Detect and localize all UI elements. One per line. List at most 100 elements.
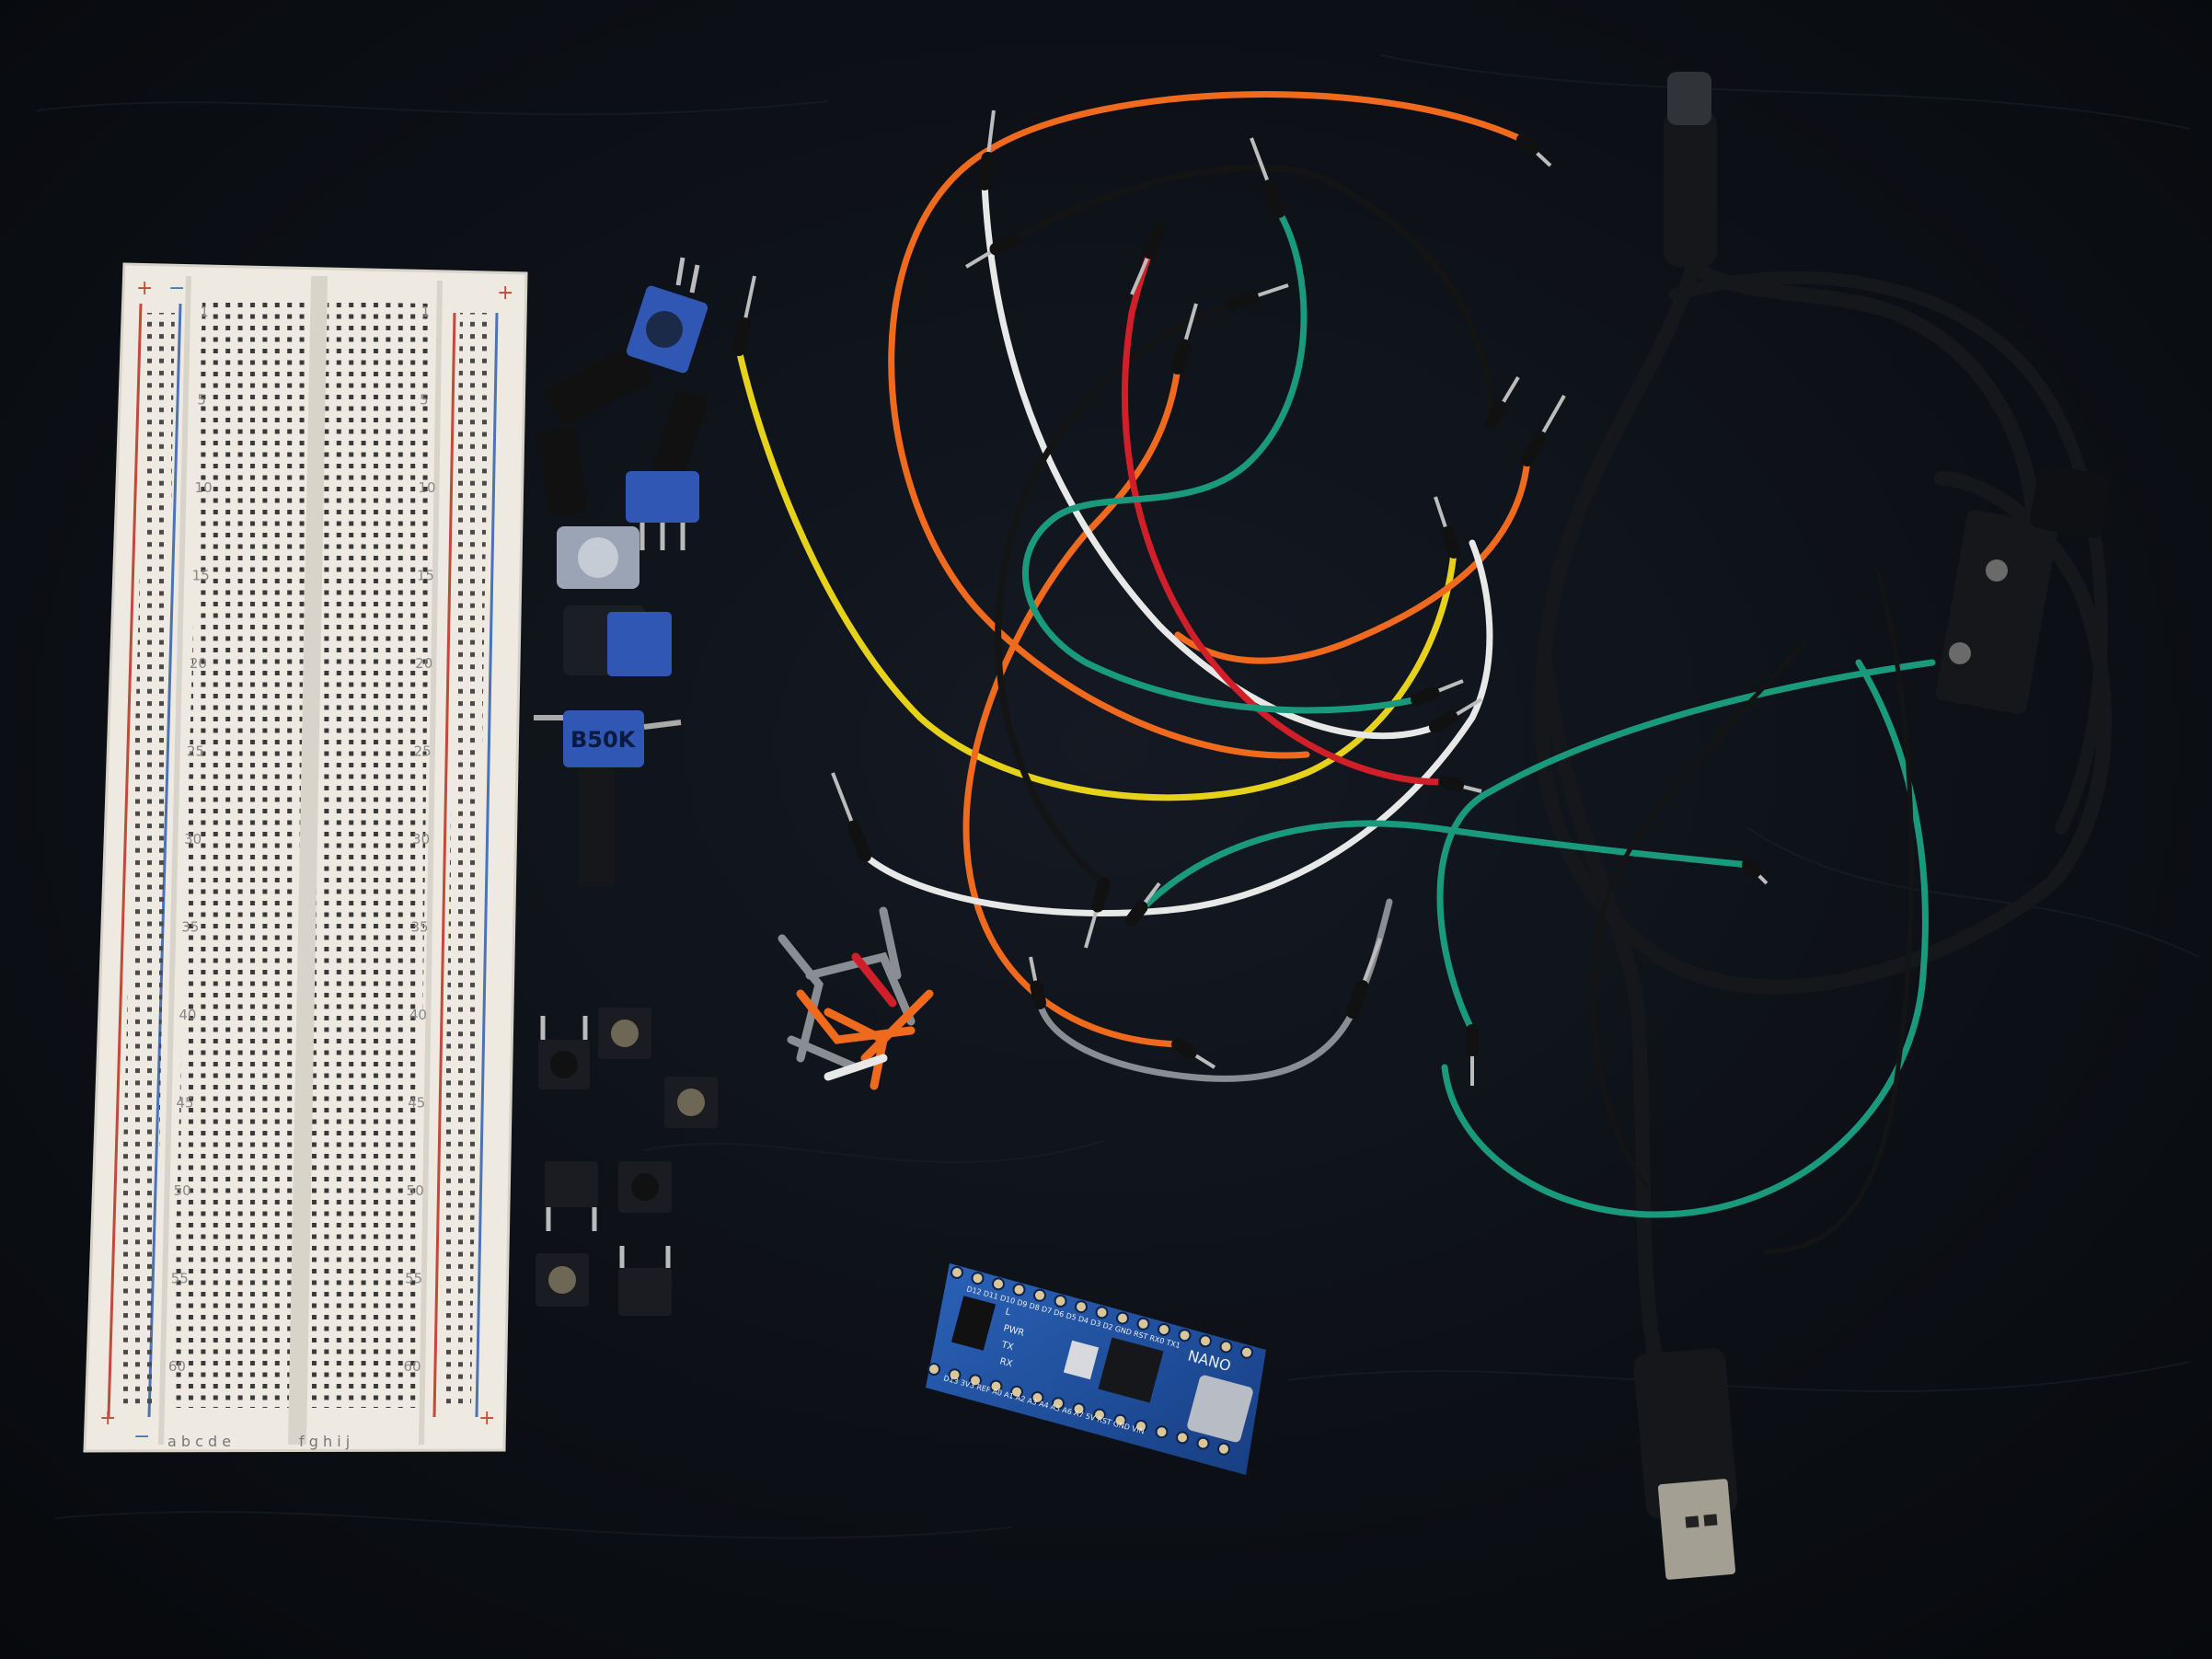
- board-led-label: RX: [998, 1356, 1013, 1369]
- pin-header-hole-bottom: [989, 1379, 1003, 1393]
- breadboard-row-number-left: 15: [192, 568, 210, 584]
- usb-cable-wire: [1686, 259, 2041, 523]
- microcontroller-chip: [1098, 1337, 1164, 1403]
- jumper-wire-red: [1122, 226, 1448, 786]
- breadboard-left-divider: [158, 275, 191, 1446]
- pin-header-hole-bottom: [948, 1368, 962, 1382]
- jumper-wire-black-4: [1591, 641, 1806, 1190]
- breadboard-row-number-left: 25: [187, 743, 204, 760]
- jumper-wire-housing: [1484, 400, 1507, 430]
- pin-header-hole-top: [1095, 1306, 1109, 1319]
- breadboard-row-number-left: 30: [184, 831, 202, 847]
- jumper-wire-housing: [732, 317, 751, 356]
- usb-c-port: [1187, 1375, 1253, 1443]
- breadboard-rail-minus-bottom-left: −: [133, 1425, 150, 1448]
- potentiometer-knob: [578, 537, 618, 578]
- usb-a-plug: [1633, 1348, 1738, 1519]
- breadboard-right-rail-blue: [475, 312, 499, 1418]
- potentiometer-pin: [675, 257, 685, 286]
- pin-header-hole-top: [1033, 1288, 1046, 1302]
- pin-header-hole-top: [971, 1272, 985, 1285]
- pin-header-hole-bottom: [1176, 1431, 1189, 1445]
- push-button: [545, 1161, 598, 1231]
- jumper-wire-green: [1022, 208, 1421, 714]
- breadboard-row-number-right: 30: [412, 831, 430, 847]
- breadboard-row-number-left: 55: [171, 1271, 189, 1287]
- breadboard-row-number-right: 1: [421, 304, 431, 320]
- board-led-label: TX: [999, 1340, 1014, 1353]
- jumper-wire-black: [1008, 164, 1494, 427]
- jumper-wire-green-2: [1128, 820, 1752, 924]
- breadboard-column-letters-right: f g h i j: [299, 1433, 350, 1450]
- jumper-wire-housing: [1143, 224, 1166, 259]
- breadboard-right-rail-holes: [440, 313, 490, 1408]
- jumper-wire-connectors: [732, 109, 1768, 1086]
- push-buttons: [536, 1008, 718, 1316]
- potentiometer-5: [563, 710, 644, 767]
- breadboard-row-number-right: 40: [409, 1007, 427, 1023]
- jumper-wire-housing: [1521, 431, 1547, 467]
- usb-cable: [1534, 72, 2113, 1580]
- jumper-wire-housing: [989, 233, 1019, 256]
- audio-jack-pin: [1986, 559, 2008, 582]
- pin-header-hole-top: [1116, 1311, 1129, 1325]
- breadboard-row-number-right: 45: [408, 1095, 425, 1112]
- pin-header-hole-top: [1178, 1329, 1192, 1342]
- push-button: [538, 1016, 590, 1089]
- potentiometer-shaft: [546, 344, 651, 425]
- potentiometer-pin: [689, 264, 700, 294]
- usb-cable-wire: [1534, 259, 2113, 995]
- usb-a-metal-connector: [1657, 1479, 1736, 1580]
- breadboard-right-rail-red: [432, 312, 456, 1418]
- jumper-wire-housing: [1171, 1038, 1197, 1059]
- breadboard-row-number-right: 15: [417, 568, 434, 584]
- breadboard-row-number-left: 45: [176, 1095, 193, 1112]
- breadboard-row-number-right: 35: [410, 919, 428, 936]
- push-button: [618, 1246, 672, 1316]
- breadboard-right-divider: [419, 280, 443, 1446]
- breadboard-row-number-left: 5: [197, 392, 206, 409]
- pin-header-hole-bottom: [1093, 1408, 1106, 1422]
- breadboard-row-number-left: 10: [195, 479, 213, 496]
- breadboard-row-number-right: 50: [407, 1182, 424, 1199]
- push-button: [618, 1161, 672, 1213]
- jumper-wire-green-3: [1436, 659, 1936, 1034]
- breadboard-row-number-left: 20: [190, 655, 207, 672]
- pin-header-hole-top: [1075, 1300, 1088, 1314]
- breadboard-row-number-right: 20: [415, 655, 432, 672]
- breadboard-row-number-left: 1: [200, 304, 209, 320]
- pin-header-hole-top: [992, 1277, 1005, 1291]
- jumper-wire-housing: [1125, 901, 1148, 927]
- pin-header-hole-top: [1054, 1295, 1067, 1308]
- breadboard-rail-minus-top-left: −: [168, 277, 185, 300]
- pin-header-hole-bottom: [1031, 1391, 1044, 1404]
- pin-header-hole-top: [1240, 1345, 1253, 1359]
- pin-header-bottom: [927, 1363, 1230, 1456]
- jumper-wire-housing: [1516, 133, 1539, 156]
- short-jumper-pile: [778, 906, 934, 1090]
- pin-header-hole-bottom: [1217, 1442, 1230, 1456]
- jumper-wire-housing: [1441, 526, 1460, 559]
- breadboard-rail-plus-bottom-right: +: [478, 1407, 495, 1430]
- usb-a-hole: [1685, 1515, 1699, 1528]
- pin-header-hole-top: [1199, 1334, 1212, 1348]
- push-button: [536, 1253, 589, 1307]
- pin-header-hole-top: [1158, 1323, 1170, 1336]
- pin-header-hole-top: [1136, 1317, 1150, 1331]
- audio-jack-body: [1935, 510, 2058, 714]
- breadboard-row-number-right: 55: [405, 1271, 422, 1287]
- breadboard-row-number-right: 10: [418, 479, 435, 496]
- audio-jack-pin: [1949, 642, 1971, 664]
- usb-c-plug: [1664, 110, 1717, 267]
- pcb: [926, 1263, 1266, 1475]
- pin-header-hole-bottom: [1135, 1420, 1147, 1433]
- potentiometer-shaft: [578, 767, 615, 887]
- breadboard-row-number-left: 50: [174, 1182, 191, 1199]
- breadboard-row-number-left: 35: [181, 919, 199, 936]
- usb-c-plug-tip: [1667, 72, 1711, 125]
- breadboard-left-terminal-strip: [171, 299, 309, 1408]
- pin-header-hole-bottom: [1010, 1385, 1023, 1399]
